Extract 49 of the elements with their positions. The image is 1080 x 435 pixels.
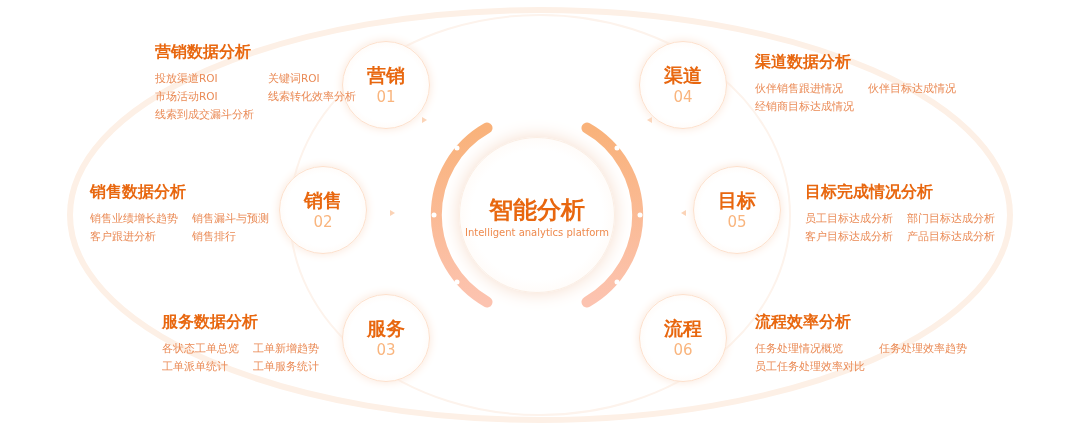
metric-item: 员工任务处理效率对比 [755,359,865,374]
metric-item: 工单服务统计 [253,359,319,374]
topic-circle [279,166,367,254]
metric-item: 伙伴销售跟进情况 [755,81,844,96]
metric-item: 经销商目标达成情况 [755,99,854,114]
metric-item: 员工目标达成分析 [805,211,893,226]
topic-label: 渠道 [664,63,702,87]
topic-number: 05 [727,212,747,232]
topic-label: 销售 [304,188,342,212]
metric-item: 工单新增趋势 [253,341,319,356]
topic-label: 流程 [664,316,702,340]
metric-item: 关键词ROI [268,71,321,86]
topic-number: 01 [376,87,396,107]
section-heading: 目标完成情况分析 [805,182,934,203]
metric-item: 工单派单统计 [162,359,229,374]
metric-item: 部门目标达成分析 [907,211,995,226]
metric-item: 任务处理情况概览 [755,341,844,356]
metric-item: 线索转化效率分析 [268,89,356,104]
section-heading: 销售数据分析 [90,182,187,203]
topic-number: 06 [673,340,693,360]
topic-label: 营销 [367,63,405,87]
metric-item: 伙伴目标达成情况 [868,81,956,96]
metric-item: 销售业绩增长趋势 [90,211,178,226]
topic-number: 02 [313,212,333,232]
metric-item: 客户跟进分析 [90,229,157,244]
section-heading: 流程效率分析 [755,312,852,333]
hub-circle [459,137,615,293]
section-heading: 服务数据分析 [162,312,259,333]
metric-item: 市场活动ROI [155,89,219,104]
topic-label: 服务 [367,316,405,340]
metric-item: 各状态工单总览 [162,341,239,356]
metric-item: 销售漏斗与预测 [192,211,269,226]
hub-subtitle: Intelligent analytics platform [465,226,609,238]
metric-item: 产品目标达成分析 [907,229,995,244]
topic-number: 03 [376,340,396,360]
hub-title: 智能分析 [489,194,585,226]
metric-item: 投放渠道ROI [155,71,219,86]
metric-item: 任务处理效率趋势 [879,341,967,356]
metric-item: 销售排行 [192,229,237,244]
topic-circle [639,294,727,382]
topic-number: 04 [673,87,693,107]
section-heading: 渠道数据分析 [755,52,852,73]
topic-label: 目标 [718,188,756,212]
topic-circle [639,41,727,129]
topic-circle [342,294,430,382]
metric-item: 线索到成交漏斗分析 [155,107,254,122]
section-heading: 营销数据分析 [155,42,252,63]
metric-item: 客户目标达成分析 [805,229,893,244]
topic-circle [693,166,781,254]
